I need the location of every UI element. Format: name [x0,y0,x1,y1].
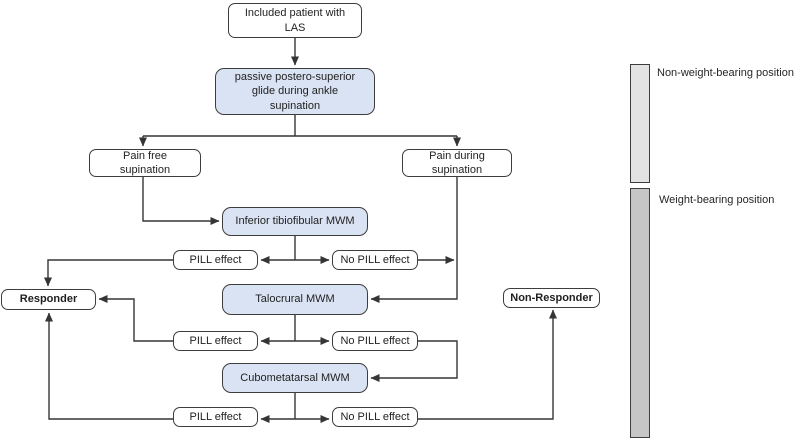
node-responder: Responder [1,289,96,310]
node-pill-effect-3: PILL effect [173,407,258,427]
non-weight-bearing-bar [630,64,650,183]
node-inferior-tibiofibular-mwm: Inferior tibiofibular MWM [222,207,368,236]
weight-bearing-label: Weight-bearing position [659,194,775,206]
node-passive-glide: passive postero-superior glide during an… [215,68,375,115]
node-cubometatarsal-mwm: Cubometatarsal MWM [222,363,368,393]
node-non-responder: Non-Responder [503,288,600,308]
node-pill-effect-2: PILL effect [173,331,258,351]
non-weight-bearing-label: Non-weight-bearing position [657,67,794,79]
node-included-patient: Included patient with LAS [228,3,362,38]
node-no-pill-effect-3: No PILL effect [332,407,418,427]
node-pain-during-supination: Pain during supination [402,149,512,177]
node-no-pill-effect-1: No PILL effect [332,250,418,270]
node-pain-free-supination: Pain free supination [89,149,201,177]
node-talocrural-mwm: Talocrural MWM [222,284,368,315]
weight-bearing-bar [630,188,650,438]
node-no-pill-effect-2: No PILL effect [332,331,418,351]
node-pill-effect-1: PILL effect [173,250,258,270]
